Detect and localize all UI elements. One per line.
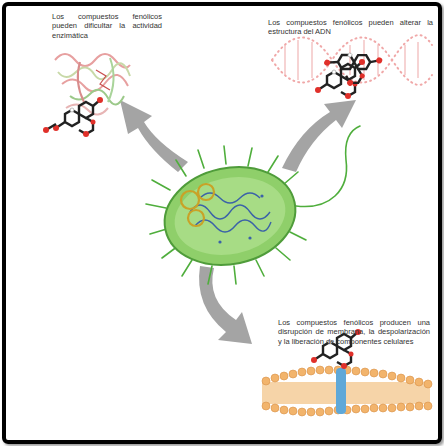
enzyme-illustration — [43, 54, 130, 137]
bacterium — [146, 126, 360, 284]
arrow-to-enzyme — [120, 100, 188, 172]
caption-text: Los compuestos fenólicos pueden alterar … — [268, 18, 433, 37]
caption-text: Los compuestos fenólicos producen una di… — [278, 318, 430, 346]
dna-illustration — [272, 34, 432, 99]
gray-arrows — [120, 100, 356, 344]
arrow-to-membrane — [199, 266, 252, 344]
caption-text: Los compuestos fenólicos pueden dificult… — [52, 12, 162, 40]
arrow-to-dna — [282, 100, 356, 172]
